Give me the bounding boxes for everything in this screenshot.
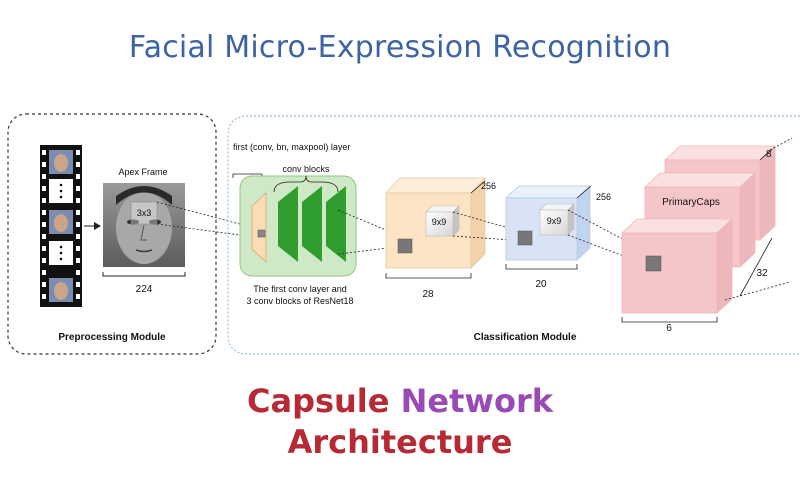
apex-frame-label: Apex Frame <box>118 167 167 177</box>
receptive-patch-2 <box>517 230 533 246</box>
receptive-patch-3 <box>645 255 662 272</box>
preprocessing-frame <box>7 113 217 355</box>
size-bracket <box>102 272 186 277</box>
caps-depth-label: 8 <box>766 149 772 160</box>
conv-blocks-label: conv blocks <box>282 164 330 174</box>
conv-block-1 <box>278 186 298 262</box>
kernel-label-2: 9x9 <box>547 216 562 226</box>
feature-block-1: 9x9 256 28 <box>385 176 496 300</box>
classification-module-label: Classification Module <box>474 332 577 343</box>
depth-label-1: 256 <box>481 181 496 191</box>
size-label: 224 <box>136 284 153 295</box>
resnet-stage: first (conv, bn, maxpool) layer conv blo… <box>232 142 357 306</box>
kernel-cube-2 <box>539 203 575 236</box>
film-strip <box>40 145 82 307</box>
channels-bracket <box>739 237 773 297</box>
primary-caps-stack <box>620 145 777 314</box>
resnet-caption-line2: 3 conv blocks of ResNet18 <box>246 296 353 306</box>
depth-label-2: 256 <box>596 192 611 202</box>
first-layer-label: first (conv, bn, maxpool) layer <box>233 142 350 152</box>
kernel-highlight <box>130 201 158 225</box>
width-bracket-1 <box>385 273 472 279</box>
caption-word-architecture: Architecture <box>287 423 513 461</box>
conv-block-2 <box>302 186 322 262</box>
width-label-1: 28 <box>422 289 434 300</box>
kernel-label-1: 9x9 <box>432 217 447 227</box>
conv-block-3 <box>326 186 346 262</box>
caps-width-bracket <box>621 317 718 323</box>
primary-caps-label: PrimaryCaps <box>662 197 720 208</box>
caption-line-2: Architecture <box>0 423 800 461</box>
resnet-caption-line1: The first conv layer and <box>253 284 347 294</box>
caption-line-1: Capsule Network <box>0 382 800 420</box>
projection-line <box>452 211 527 234</box>
width-label-2: 20 <box>535 279 547 290</box>
preprocessing-module: Apex Frame 3x3 224 Preprocessing Module <box>7 113 217 355</box>
classification-frame <box>227 115 800 355</box>
caption-word-network: Network <box>400 382 553 420</box>
caps-width-label: 6 <box>666 323 672 334</box>
kernel-label: 3x3 <box>137 208 152 218</box>
caption-word-capsule: Capsule <box>246 382 390 420</box>
projection-line <box>724 281 791 301</box>
caps-channels-label: 32 <box>756 268 768 279</box>
conv-blocks-brace <box>273 175 339 193</box>
receptive-patch-1 <box>397 238 413 254</box>
preprocessing-module-label: Preprocessing Module <box>58 332 166 343</box>
projection-line <box>769 137 793 151</box>
page-title: Facial Micro-Expression Recognition <box>128 30 672 65</box>
first-conv-layer <box>251 191 267 264</box>
feature-block-2: 9x9 256 20 <box>504 185 611 290</box>
first-layer-kernel <box>257 229 266 238</box>
width-bracket-2 <box>505 264 578 270</box>
apex-face-image <box>103 183 185 267</box>
